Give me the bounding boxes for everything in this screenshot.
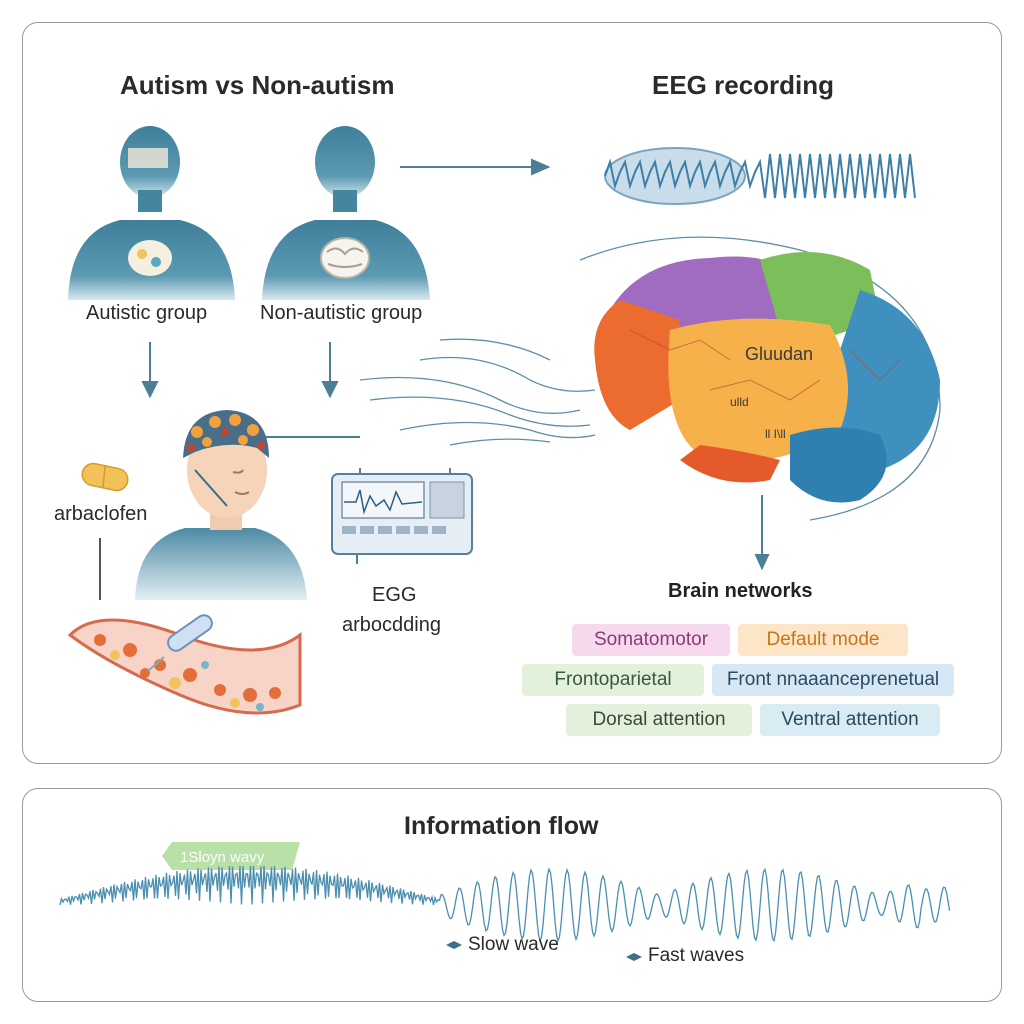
blood-vessel [67,614,302,715]
eeg-device [331,468,473,555]
chip-ventral-attention: Ventral attention [760,704,940,736]
silhouettes [68,126,430,300]
bottom-panel [22,788,1002,1002]
slow-wave-legend-label: Slow wave [468,934,559,955]
slow-wave-legend-marker [446,941,462,949]
brain-text-2: ulld [730,395,749,409]
pill-icon [81,462,129,492]
chip-frontoparietal: Frontoparietal [522,664,704,696]
chip-dorsal-attention: Dorsal attention [566,704,752,736]
right-title: EEG recording [652,70,835,100]
left-title: Autism vs Non-autism [120,70,395,100]
non-autistic-group-label: Non-autistic group [260,302,423,324]
eeg-signal [604,147,916,205]
brain-text-1: Gluudan [745,344,813,364]
fast-wave-legend-label: Fast waves [648,945,745,966]
brain-networks-title: Brain networks [668,580,813,602]
chip-somatomotor: Somatomotor [572,624,730,656]
chip-front-network: Front nnaaanceprenetual [712,664,954,696]
device-label-line2: arbocdding [342,614,441,636]
autistic-group-label: Autistic group [86,302,208,324]
information-flow-wave [59,865,951,943]
slow-wave-tag-text: 1Sloyn wavy [180,849,265,866]
non-autistic-person-icon [262,126,430,300]
drug-label: arbaclofen [54,503,148,525]
chip-default-mode: Default mode [738,624,908,656]
fast-wave-legend-marker [626,953,642,961]
information-flow-title: Information flow [404,812,599,840]
slow-wave-tag: 1Sloyn wavy [162,842,300,870]
patient-eeg-cap [135,410,307,600]
device-label-line1: EGG [372,584,417,606]
brain-text-3: ll I\ll [765,427,786,441]
brain-network-illustration: Gluudan ulld ll I\ll [359,236,941,521]
autistic-person-icon [68,126,235,300]
